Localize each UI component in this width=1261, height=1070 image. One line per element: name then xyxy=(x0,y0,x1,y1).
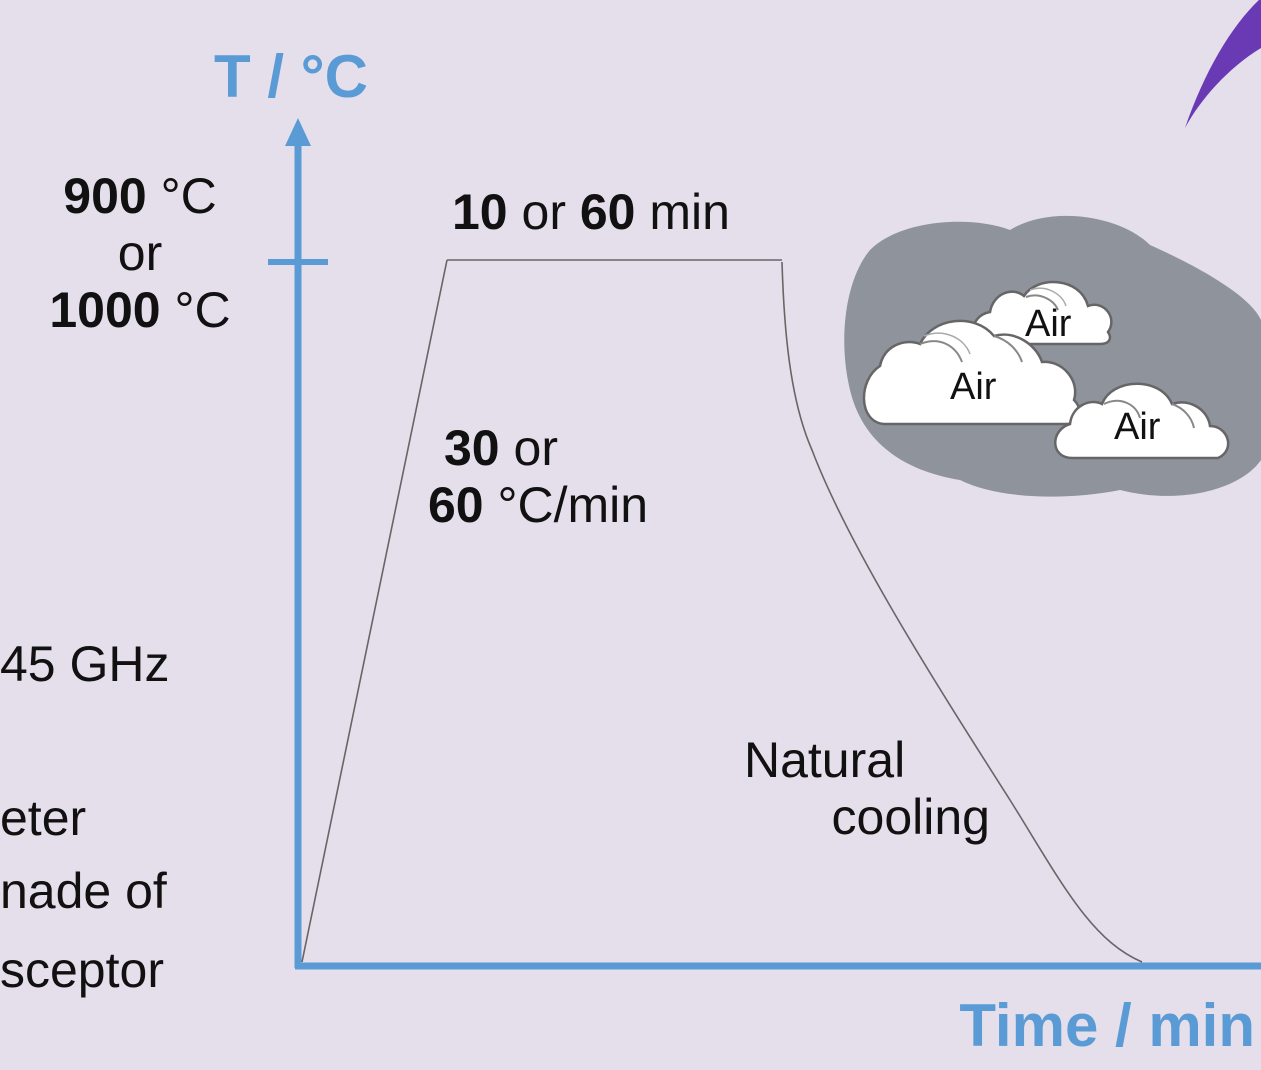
temperature-unit-2: °C xyxy=(160,282,231,338)
left-cutoff-text-4: sceptor xyxy=(0,942,164,998)
cooling-label: Natural cooling xyxy=(744,732,990,846)
cooling-curve-line xyxy=(781,261,1143,963)
left-cutoff-text-2: eter xyxy=(0,790,87,846)
left-cutoff-text-1: 45 GHz xyxy=(0,636,170,692)
temperature-unit-1: °C xyxy=(146,168,217,224)
rate-unit: °C/min xyxy=(483,477,649,533)
y-axis-arrowhead xyxy=(285,118,311,146)
rate-connector: or xyxy=(499,420,558,476)
rate-line-2: 60 °C/min xyxy=(428,477,648,534)
cloud-right xyxy=(1054,382,1230,460)
temperature-value-1000: 1000 xyxy=(49,282,161,338)
hold-time-label: 10 or 60 min xyxy=(452,184,730,241)
rate-value-60: 60 xyxy=(428,477,484,533)
heating-ramp-line xyxy=(301,259,448,963)
hold-unit: min xyxy=(635,184,730,240)
cloud-label-large: Air xyxy=(950,366,997,408)
cloud-small xyxy=(972,280,1113,346)
y-axis-title: T / °C xyxy=(214,43,368,110)
rate-line-1: 30 or xyxy=(428,420,648,477)
cloud-large xyxy=(862,319,1081,426)
temperature-label: 900 °C or 1000 °C xyxy=(40,168,240,339)
temperature-line-2: 1000 °C xyxy=(40,282,240,339)
rate-value-30: 30 xyxy=(444,420,500,476)
cooling-line-1: Natural xyxy=(744,732,906,788)
temperature-connector: or xyxy=(117,225,163,281)
corner-swoosh-shape xyxy=(1185,0,1261,128)
x-axis-title: Time / min xyxy=(959,992,1255,1059)
hold-connector: or xyxy=(507,184,580,240)
hold-value-60: 60 xyxy=(579,184,636,240)
temperature-value-900: 900 xyxy=(63,168,147,224)
left-cutoff-text-3: nade of xyxy=(0,863,167,919)
cooling-line-2: cooling xyxy=(831,789,990,845)
hold-value-10: 10 xyxy=(452,184,508,240)
cloud-label-small: Air xyxy=(1025,303,1072,345)
temperature-line-1: 900 °C xyxy=(40,168,240,225)
heating-rate-label: 30 or 60 °C/min xyxy=(428,420,648,534)
cloud-label-right: Air xyxy=(1114,406,1161,448)
